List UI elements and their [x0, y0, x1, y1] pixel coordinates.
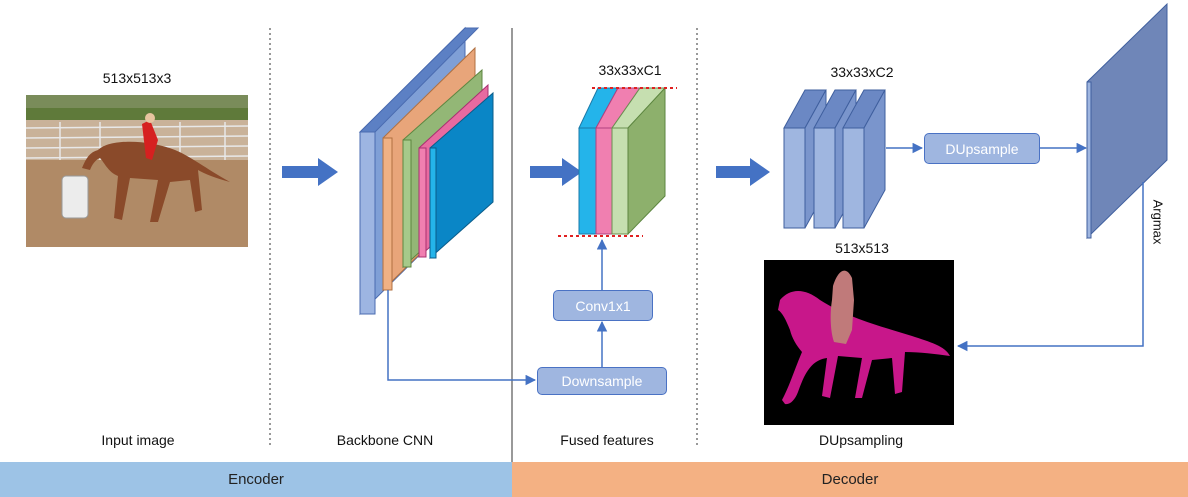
downsample-box: Downsample: [537, 367, 667, 395]
caption-backbone-cnn: Backbone CNN: [336, 432, 434, 448]
output-dims-label: 513x513: [835, 240, 889, 256]
fused-features-block: [578, 86, 667, 236]
arrow-input-to-backbone: [282, 158, 338, 186]
caption-input-image: Input image: [101, 432, 175, 448]
arrow-fused-to-decoder: [716, 158, 770, 186]
fused-dims-label: 33x33xC1: [598, 62, 662, 78]
decoder-layer-3: [842, 89, 886, 229]
caption-dupsampling: DUpsampling: [818, 432, 904, 448]
dupsample-box: DUpsample: [924, 133, 1040, 164]
decoder-label: Decoder: [821, 471, 879, 488]
backbone-layer-cyan: [429, 91, 494, 260]
segmentation-output: [764, 260, 954, 425]
decoder-dims-label: 33x33xC2: [830, 64, 894, 80]
argmax-label: Argmax: [1150, 199, 1166, 245]
encoder-label: Encoder: [228, 471, 284, 488]
caption-fused-features: Fused features: [560, 432, 654, 448]
conv1x1-box: Conv1x1: [553, 290, 653, 321]
skip-connection: [387, 290, 537, 386]
encoder-band: Encoder: [0, 462, 512, 497]
arrow-backbone-to-fused: [530, 158, 582, 186]
decoder-band: Decoder: [512, 462, 1188, 497]
argmax-connector: [956, 182, 1144, 352]
output-plane: [1086, 2, 1168, 240]
input-dims-label: 513x513x3: [102, 70, 172, 86]
input-image: [25, 95, 249, 247]
